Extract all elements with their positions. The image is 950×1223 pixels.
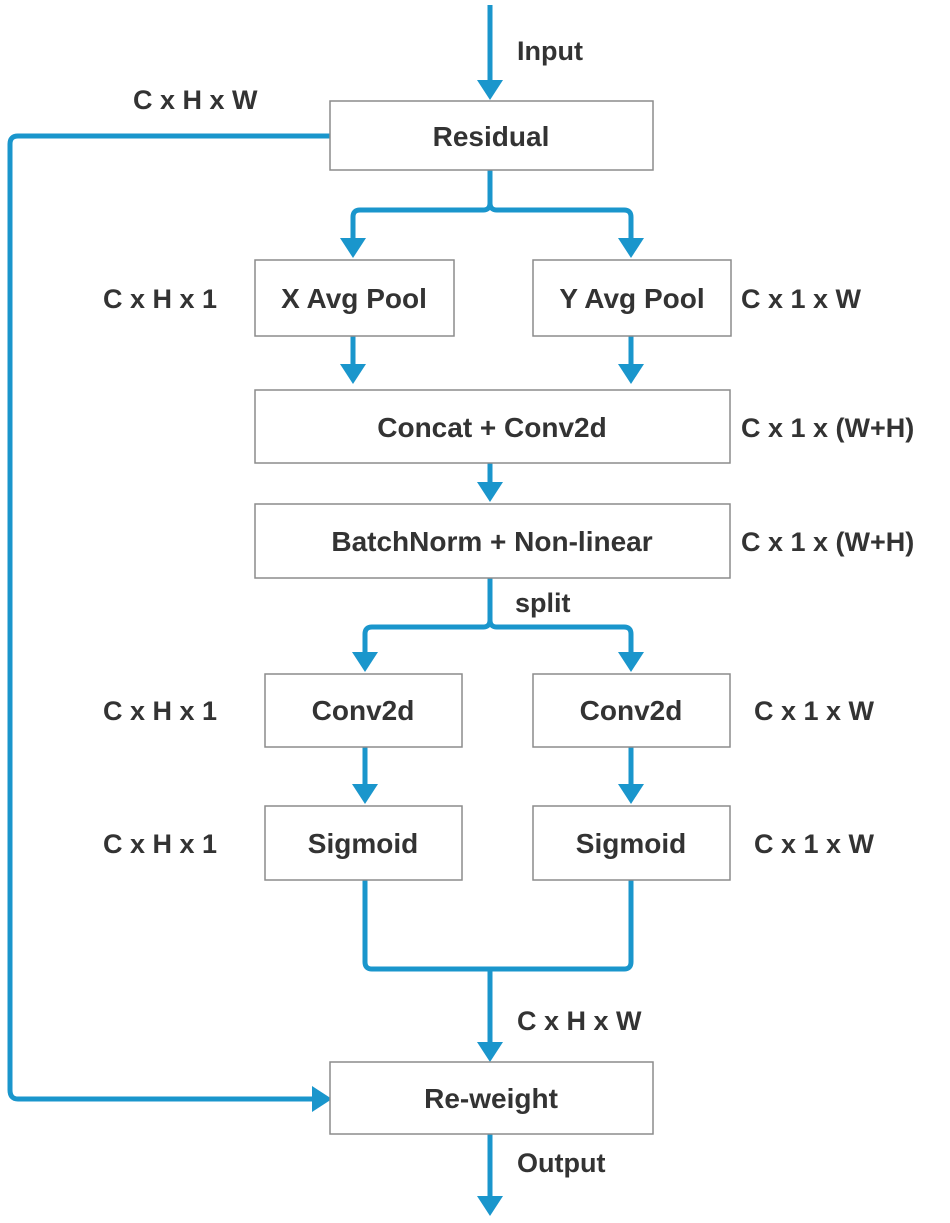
batchnorm-arrowhead — [477, 482, 503, 502]
residual-skip-edge — [7, 133, 330, 1102]
y-pool-dim-label: C x 1 x W — [741, 284, 862, 314]
batchnorm-box — [254, 503, 731, 579]
sigmoid-right-arrowhead — [618, 784, 644, 804]
conv-left-arrowhead — [352, 652, 378, 672]
reweight-box — [329, 1061, 654, 1135]
merge-dim-label: C x H x W — [517, 1006, 642, 1036]
output-arrowhead — [477, 1196, 503, 1216]
sigmoid-right-label: Sigmoid — [576, 828, 686, 859]
sigmoid-left-dim-label: C x H x 1 — [103, 829, 217, 859]
y-pool-arrowhead — [618, 238, 644, 258]
concat-conv-box — [254, 389, 731, 464]
sigmoid-left-arrowhead — [352, 784, 378, 804]
residual-split-edge-right — [487, 202, 634, 240]
conv-right-arrowhead — [618, 652, 644, 672]
concat-dim-label: C x 1 x (W+H) — [741, 413, 914, 443]
residual-box — [329, 100, 654, 171]
split-edge-left — [362, 578, 493, 654]
batchnorm-dim-label: C x 1 x (W+H) — [741, 527, 914, 557]
input-label: Input — [517, 36, 583, 66]
sigmoid-left-label: Sigmoid — [308, 828, 418, 859]
residual-label: Residual — [433, 121, 550, 152]
y-avg-pool-label: Y Avg Pool — [559, 283, 704, 314]
conv-right-dim-label: C x 1 x W — [754, 696, 875, 726]
sigmoid-left-box — [264, 805, 463, 881]
residual-split-edge — [350, 170, 493, 240]
concat-right-arrowhead — [618, 364, 644, 384]
concat-left-arrowhead — [340, 364, 366, 384]
reweight-left-arrowhead — [312, 1086, 332, 1112]
y-avg-pool-box — [532, 259, 732, 337]
x-avg-pool-box — [254, 259, 455, 337]
concat-conv-label: Concat + Conv2d — [377, 412, 606, 443]
x-avg-pool-label: X Avg Pool — [281, 283, 427, 314]
output-label: Output — [517, 1148, 605, 1178]
split-label: split — [515, 588, 571, 618]
input-arrowhead — [477, 80, 503, 100]
residual-dim-label: C x H x W — [133, 85, 258, 115]
x-pool-arrowhead — [340, 238, 366, 258]
conv-left-label: Conv2d — [312, 695, 415, 726]
conv-left-dim-label: C x H x 1 — [103, 696, 217, 726]
sigmoid-right-dim-label: C x 1 x W — [754, 829, 875, 859]
reweight-label: Re-weight — [424, 1083, 558, 1114]
conv-left-box — [264, 673, 463, 748]
sigmoid-right-box — [532, 805, 731, 881]
reweight-top-arrowhead — [477, 1042, 503, 1062]
merge-edge — [362, 880, 634, 972]
conv-right-label: Conv2d — [580, 695, 683, 726]
split-edge-right — [487, 619, 634, 654]
batchnorm-label: BatchNorm + Non-linear — [331, 526, 652, 557]
x-pool-dim-label: C x H x 1 — [103, 284, 217, 314]
conv-right-box — [532, 673, 731, 748]
